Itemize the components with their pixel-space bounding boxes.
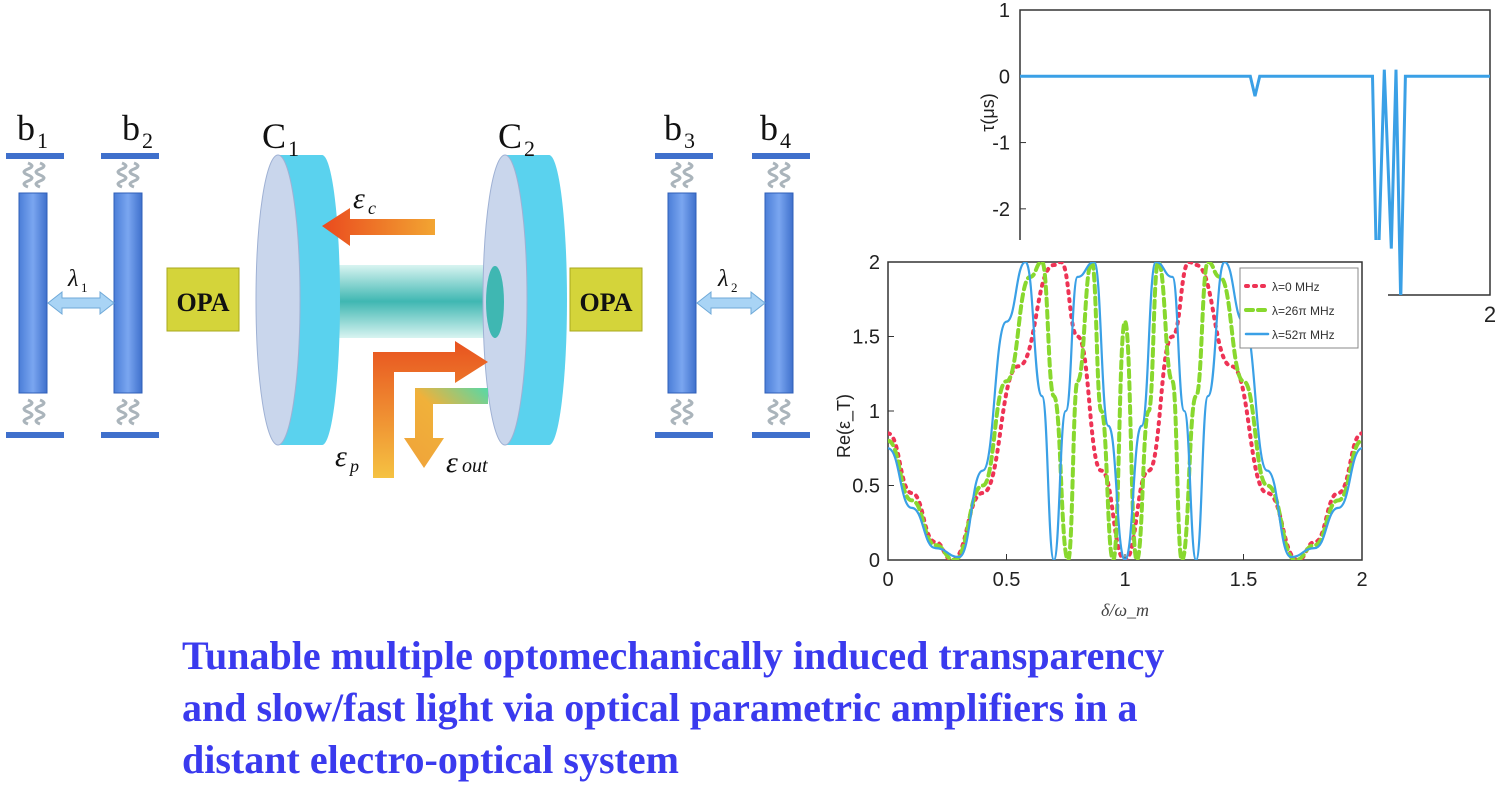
label-lambda1-sub: 1 [81,280,88,295]
delay-y-axis-label: τ(μs) [978,93,998,131]
label-c1-sub: 1 [288,136,299,161]
caption-line-3: distant electro-optical system [182,737,679,782]
label-b3-sub: 3 [684,128,695,153]
transmission-x-tick-label: 2 [1356,569,1367,591]
legend-label: λ=52π MHz [1272,328,1335,342]
label-probe-field-base: ε [335,440,347,473]
label-output-field-sub: out [462,455,488,477]
delay-y-tick-label: 0 [999,66,1010,88]
label-output-field-base: ε [446,446,458,479]
label-c1-base: C [262,116,286,156]
label-lambda1-base: λ [67,266,78,292]
legend-label: λ=26π MHz [1272,304,1335,318]
intracavity-beam [318,265,498,338]
transmission-y-tick-label: 0.5 [852,476,880,498]
transmission-y-axis-label: Re(ε_T) [834,394,855,458]
label-b4-sub: 4 [780,128,791,153]
transmission-legend: λ=0 MHz λ=26π MHz λ=52π MHz [1239,267,1359,349]
figure-caption: Tunable multiple optomechanically induce… [182,630,1482,786]
mirror-b4 [752,153,810,438]
label-lambda2-sub: 2 [731,280,738,295]
label-c2-sub: 2 [524,136,535,161]
caption-line-1: Tunable multiple optomechanically induce… [182,633,1165,678]
label-b2-sub: 2 [142,128,153,153]
transmission-x-tick-label: 1.5 [1230,569,1258,591]
probe-field-arrow [373,341,488,478]
transmission-x-tick-label: 0.5 [993,569,1021,591]
cavity-system: C 1 C 2 ε c ε p ε out [255,116,567,479]
label-b3-base: b [664,108,682,148]
opa-box-right: OPA [569,267,643,332]
lambda-arrow-right [696,290,766,316]
transmission-x-axis-label: δ/ω_m [1101,600,1149,620]
transmission-chart: 0 0.5 1 1.5 2 0 0.5 1 1.5 2 δ/ω_m Re(ε_T) λ=0 MHz λ=2… [828,240,1388,625]
transmission-y-tick-label: 2 [869,252,880,274]
transmission-y-tick-label: 1.5 [852,327,880,349]
label-c2-base: C [498,116,522,156]
delay-y-tick-label: -2 [992,199,1010,221]
transmission-x-tick-label: 0 [882,569,893,591]
label-b1-base: b [17,108,35,148]
control-field-arrow [322,208,435,246]
label-lambda2-base: λ [717,266,728,292]
label-probe-field-sub: p [348,456,359,476]
mirror-pair-left: b 1 b 2 λ 1 [6,108,159,438]
mirror-b1 [6,153,64,438]
transmission-series-line [888,262,1362,560]
cavity-mirror-c2 [482,154,567,446]
delay-series-line [1020,69,1490,295]
transmission-y-tick-label: 1 [869,401,880,423]
transmission-x-tick-label: 1 [1119,569,1130,591]
legend-label: λ=0 MHz [1272,280,1320,294]
mirror-b2 [101,153,159,438]
mirror-b3 [655,153,713,438]
label-b4-base: b [760,108,778,148]
label-control-field-sub: c [368,198,376,218]
opa-box-left: OPA [166,267,240,332]
transmission-y-tick-label: 0 [869,550,880,572]
label-b2-base: b [122,108,140,148]
output-field-arrow [404,388,488,468]
opa-left-label: OPA [177,288,230,317]
mirror-pair-right: b 3 b 4 λ 2 [655,108,810,438]
caption-line-2: and slow/fast light via optical parametr… [182,685,1138,730]
opa-right-label: OPA [580,288,633,317]
label-control-field-base: ε [353,182,365,215]
lambda-arrow-left [47,290,115,316]
delay-y-tick-label: 1 [999,0,1010,22]
cavity-mirror-c1 [255,154,340,446]
label-b1-sub: 1 [37,128,48,153]
delay-x-tick-label: 2 [1484,302,1496,327]
delay-y-tick-label: -1 [992,133,1010,155]
